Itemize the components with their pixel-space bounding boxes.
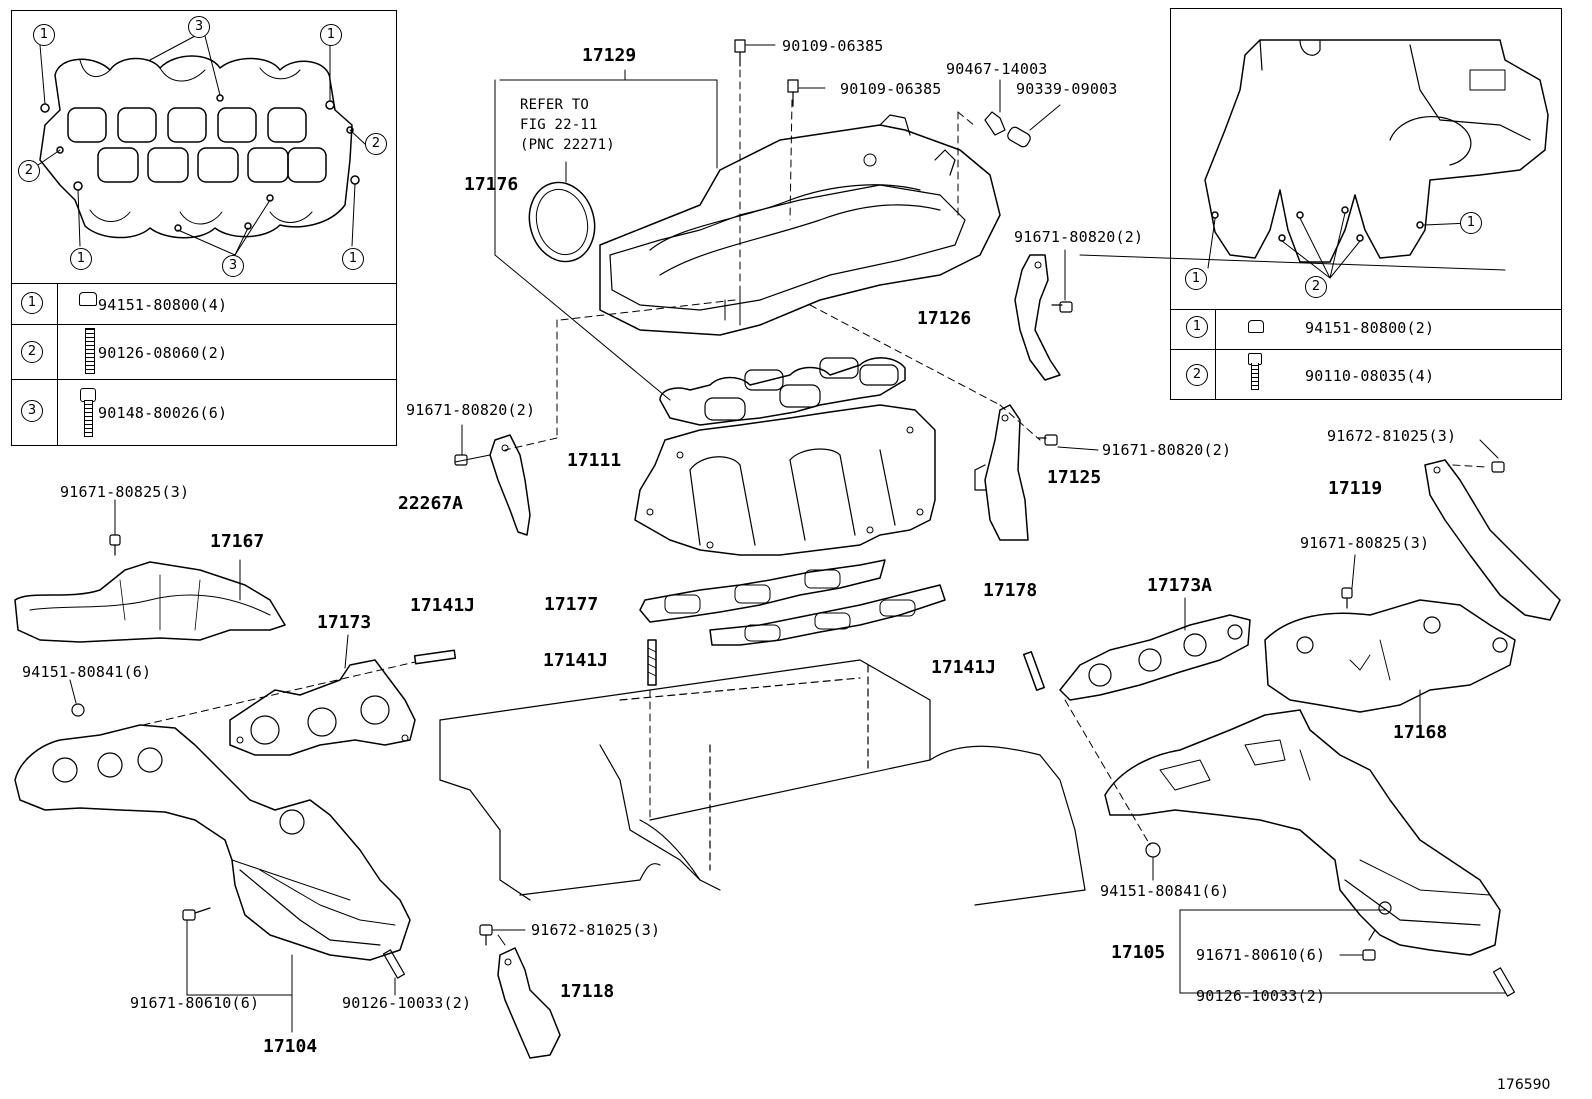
bolt-icons <box>69 39 1516 997</box>
callout-91671-80820-b: 91671-80820(2) <box>406 401 536 419</box>
callout-91671-80610-a: 91671-80610(6) <box>130 994 260 1012</box>
gasket-17177-drawing <box>639 559 886 623</box>
bracket-17119-drawing <box>1424 459 1561 621</box>
callout-90109-b: 90109-06385 <box>840 80 942 98</box>
legend-right <box>1170 8 1562 400</box>
callout-90126-10033-a: 90126-10033(2) <box>342 994 472 1012</box>
gasket-ring-17176 <box>528 161 596 263</box>
inset-left-marker: 2 <box>18 160 40 182</box>
callout-17177: 17177 <box>544 594 599 615</box>
inset-left-marker: 1 <box>70 248 92 270</box>
bracket-17125-drawing <box>974 404 1029 541</box>
callout-90339: 90339-09003 <box>1016 80 1118 98</box>
callout-17125: 17125 <box>1047 467 1102 488</box>
legend-right-part-1: 94151-80800(2) <box>1305 319 1435 337</box>
legend-left-index-2: 2 <box>21 341 43 363</box>
callout-17141j-left: 17141J <box>410 595 476 616</box>
stud-17141j-right <box>1022 651 1046 691</box>
callout-17178: 17178 <box>983 580 1038 601</box>
inset-left-marker: 3 <box>222 255 244 277</box>
legend-left-nut-icon <box>79 292 97 306</box>
stud-17141j-left <box>413 649 457 665</box>
legend-left-part-1: 94151-80800(4) <box>98 296 228 314</box>
callout-91671-80825-b: 91671-80825(3) <box>1300 534 1430 552</box>
inset-gasket-drawing <box>37 35 367 256</box>
callout-91672-81025-a: 91672-81025(3) <box>1327 427 1457 445</box>
callout-94151-80841-a: 94151-80841(6) <box>22 663 152 681</box>
inset-left-marker: 2 <box>365 133 387 155</box>
callout-90467: 90467-14003 <box>946 60 1048 78</box>
heat-insulator-17168-drawing <box>1264 599 1516 726</box>
bracket-17118-drawing <box>497 934 561 1059</box>
legend-left-index-3: 3 <box>21 400 43 422</box>
lower-intake-manifold-drawing <box>634 404 936 556</box>
legend-right-index-1: 1 <box>1186 316 1208 338</box>
callout-17104: 17104 <box>263 1036 318 1057</box>
exhaust-gasket-17173a-drawing <box>1059 597 1251 701</box>
legend-right-nut-icon <box>1248 320 1264 333</box>
callout-90109-a: 90109-06385 <box>782 37 884 55</box>
inset-right-marker: 1 <box>1185 268 1207 290</box>
callout-17176: 17176 <box>464 174 519 195</box>
gasket-17178-drawing <box>709 584 946 646</box>
callout-94151-80841-b: 94151-80841(6) <box>1100 882 1230 900</box>
engine-block-drawing <box>439 659 1086 906</box>
legend-left-index-1: 1 <box>21 292 43 314</box>
inset-left-marker: 1 <box>320 24 342 46</box>
callout-17167: 17167 <box>210 531 265 552</box>
callout-17141j-center: 17141J <box>543 650 609 671</box>
legend-left <box>11 10 397 446</box>
bracket-22267a-drawing <box>454 434 531 536</box>
callout-17119: 17119 <box>1328 478 1383 499</box>
legend-right-part-2: 90110-08035(4) <box>1305 367 1435 385</box>
figure-number: 176590 <box>1497 1077 1551 1093</box>
inset-right-marker: 1 <box>1460 212 1482 234</box>
inset-left-marker: 3 <box>188 16 210 38</box>
stud-bolt-icon <box>85 328 95 374</box>
callout-17126: 17126 <box>917 308 972 329</box>
callout-17168: 17168 <box>1393 722 1448 743</box>
callout-17111: 17111 <box>567 450 622 471</box>
heat-insulator-17167-drawing <box>14 559 286 643</box>
exhaust-manifold-17105-drawing <box>1104 709 1501 956</box>
callout-22267a: 22267A <box>398 493 464 514</box>
callout-17173: 17173 <box>317 612 372 633</box>
flange-bolt-shank-icon <box>84 400 93 437</box>
exhaust-manifold-17104-drawing <box>14 724 411 1033</box>
inset-right-marker: 2 <box>1305 276 1327 298</box>
gasket-upper-drawing <box>659 357 906 426</box>
stud-17141j-center <box>647 639 657 686</box>
inset-left-marker: 1 <box>33 24 55 46</box>
callout-17129: 17129 <box>582 45 637 66</box>
callout-91672-81025-b: 91672-81025(3) <box>531 921 661 939</box>
exhaust-gasket-17173-drawing <box>229 634 416 756</box>
callout-17173a: 17173A <box>1147 575 1213 596</box>
callout-17105: 17105 <box>1111 942 1166 963</box>
callout-91671-80820-a: 91671-80820(2) <box>1014 228 1144 246</box>
legend-right-index-2: 2 <box>1186 364 1208 386</box>
callout-91671-80610-b: 91671-80610(6) <box>1196 946 1326 964</box>
callout-91671-80820-c: 91671-80820(2) <box>1102 441 1232 459</box>
legend-right-bolt-shank-icon <box>1251 363 1259 390</box>
alignment-lines <box>142 69 1506 846</box>
bracket-17126-drawing <box>1014 254 1061 381</box>
legend-left-part-2: 90126-08060(2) <box>98 344 228 362</box>
legend-left-part-3: 90148-80026(6) <box>98 404 228 422</box>
callout-91671-80825-a: 91671-80825(3) <box>60 483 190 501</box>
refer-note: REFER TO FIG 22-11 (PNC 22271) <box>520 97 615 153</box>
callout-17118: 17118 <box>560 981 615 1002</box>
inset-left-marker: 1 <box>342 248 364 270</box>
callout-17141j-right: 17141J <box>931 657 997 678</box>
callout-90126-10033-b: 90126-10033(2) <box>1196 987 1326 1005</box>
